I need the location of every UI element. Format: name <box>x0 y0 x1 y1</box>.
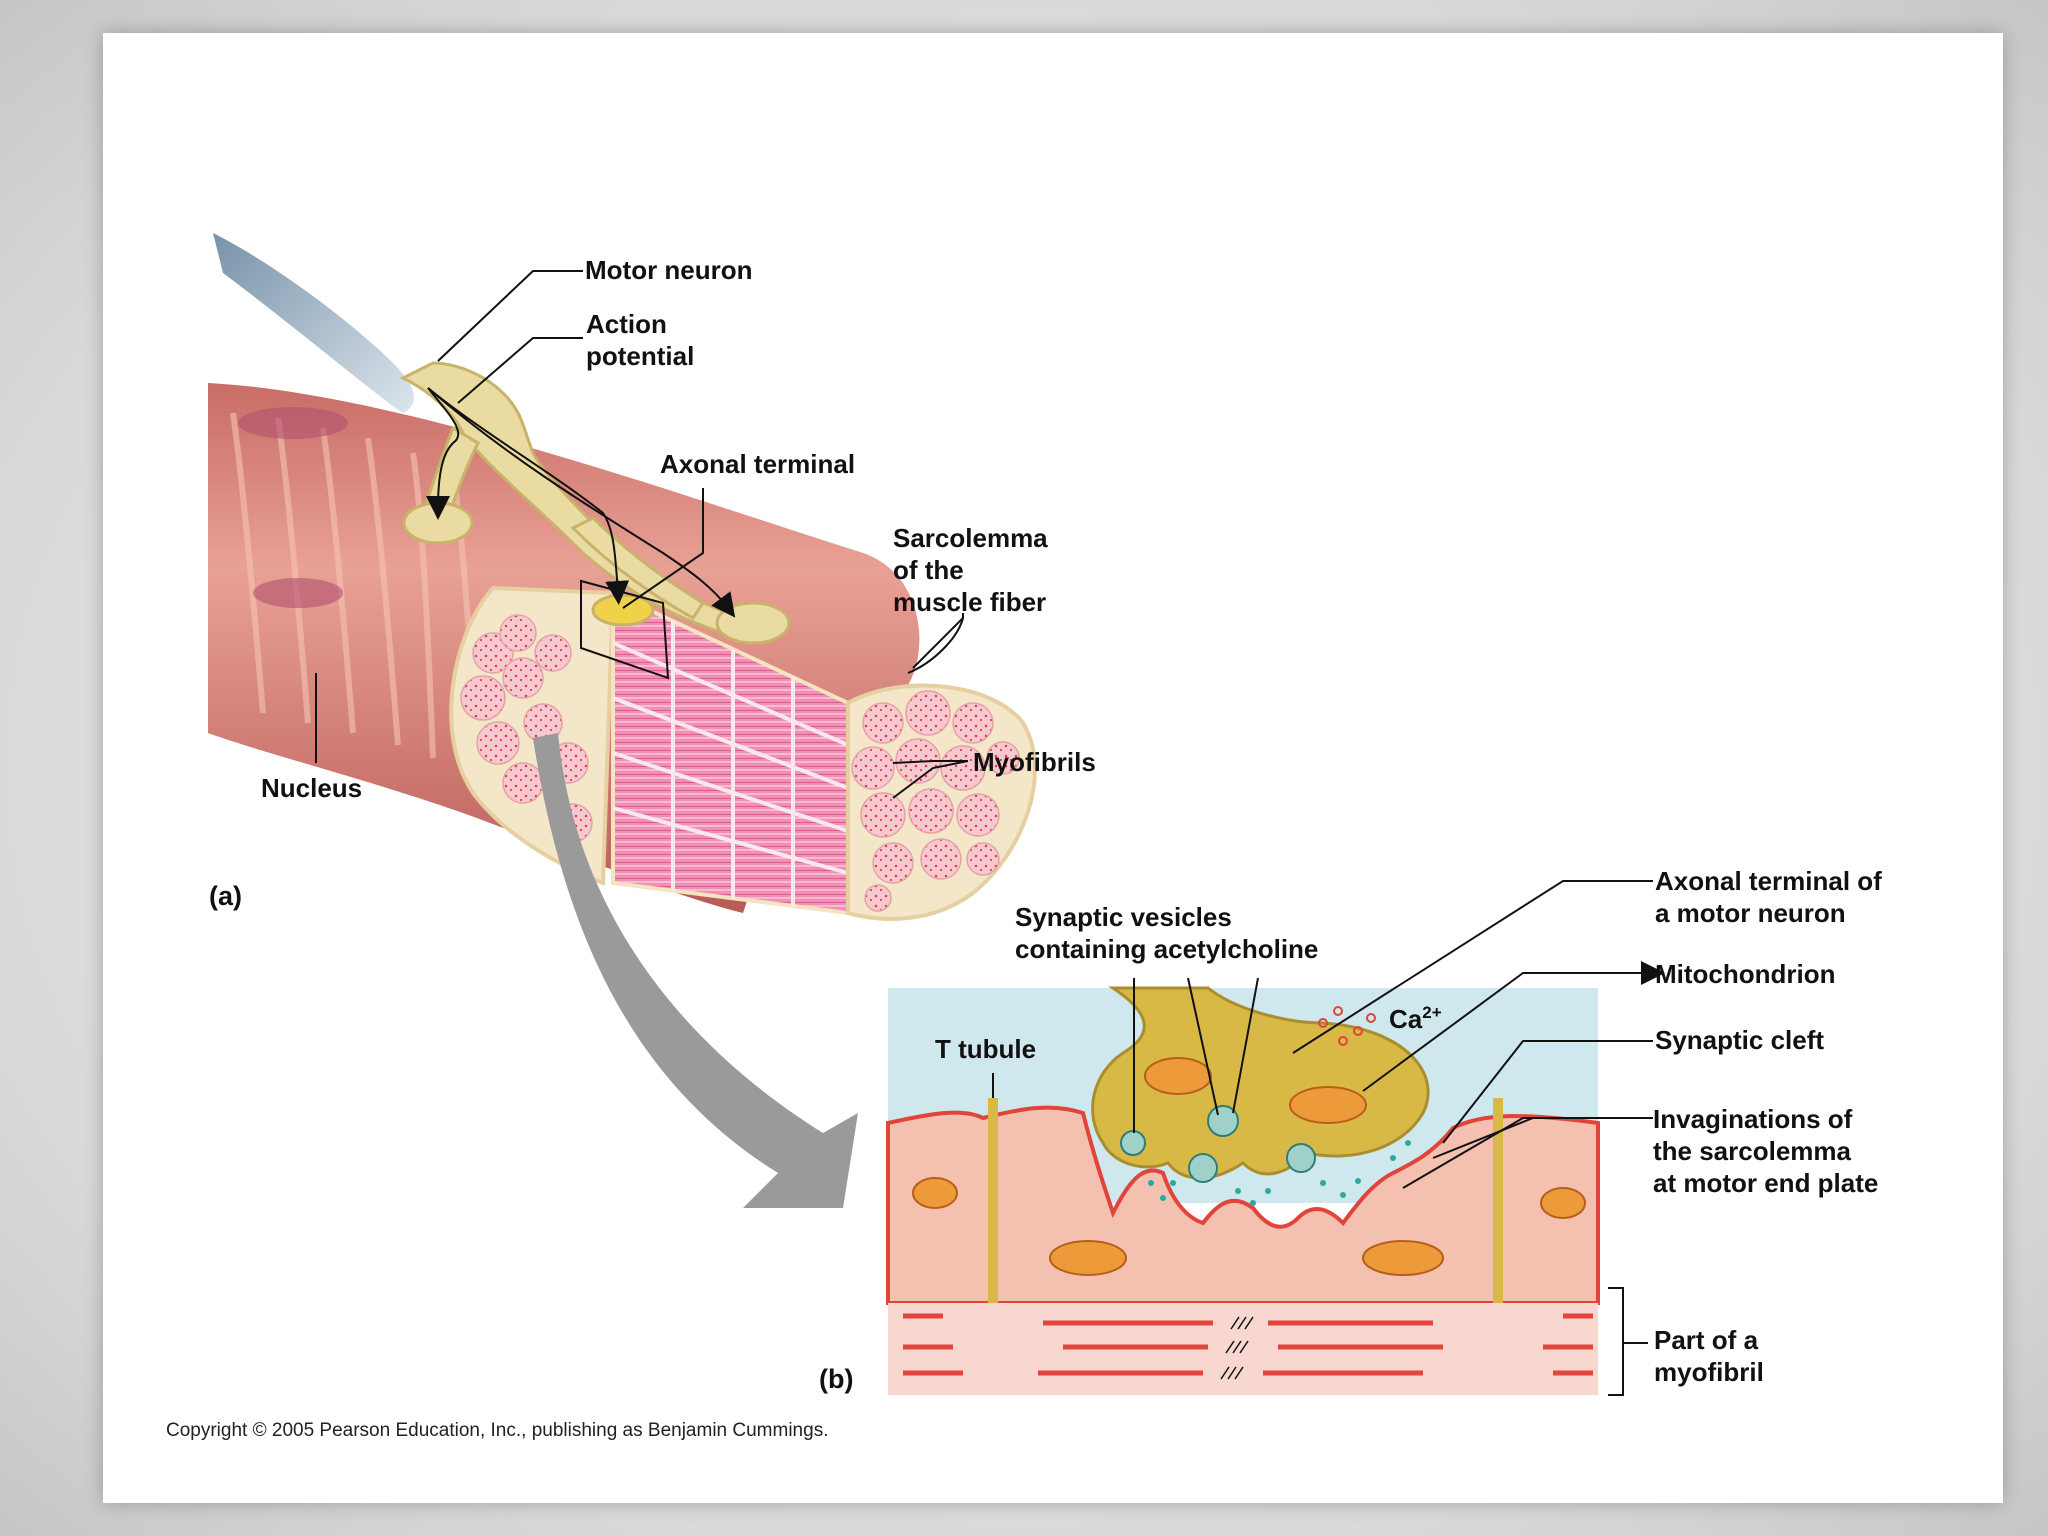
panel-a-label: (a) <box>209 881 242 911</box>
acetylcholine-dots <box>1148 1140 1411 1206</box>
myofibril-dividers <box>612 621 849 907</box>
magnification-box <box>580 579 670 680</box>
zoom-arrow <box>533 733 858 1208</box>
motor-neuron-branch-2 <box>570 516 706 620</box>
label-action-potential-2: potential <box>586 341 694 371</box>
action-potential-arrow <box>426 387 460 520</box>
synaptic-knob-middle <box>591 593 655 627</box>
mitochondrion-in-muscle <box>1540 1187 1586 1219</box>
action-potential-arrow <box>427 387 630 605</box>
calcium-ions <box>1318 1006 1376 1046</box>
label-invaginations-1: Invaginations of <box>1653 1104 1853 1134</box>
label-synaptic-vesicles-1: Synaptic vesicles <box>1015 902 1232 932</box>
nucleus-blob <box>253 578 343 608</box>
label-nucleus: Nucleus <box>261 773 362 803</box>
myofibril-bracket <box>1608 1287 1624 1396</box>
panel-a-illustration <box>208 233 1037 921</box>
label-sarcolemma-2: of the <box>893 555 964 585</box>
label-axonal-terminal: Axonal terminal <box>660 449 855 479</box>
label-invaginations-3: at motor end plate <box>1653 1168 1878 1198</box>
leader-lines <box>315 270 1665 1344</box>
label-sarcolemma-3: muscle fiber <box>893 587 1046 617</box>
label-ca: Ca2+ <box>1389 1003 1442 1034</box>
label-myofibril-part-2: myofibril <box>1654 1357 1764 1387</box>
label-axonal-terminal-motor-1: Axonal terminal of <box>1655 866 1882 896</box>
label-mitochondrion: Mitochondrion <box>1655 959 1836 989</box>
label-synaptic-vesicles-2: containing acetylcholine <box>1015 934 1318 964</box>
mitochondrion-in-terminal <box>1289 1086 1367 1124</box>
mitochondrion-in-muscle <box>912 1177 958 1209</box>
label-motor-neuron: Motor neuron <box>585 255 753 285</box>
myofibril-break-marks <box>1220 1316 1254 1380</box>
action-potential-arrow <box>427 387 736 618</box>
label-myofibril-part-1: Part of a <box>1654 1325 1759 1355</box>
label-action-potential-1: Action <box>586 309 667 339</box>
label-axonal-terminal-motor-2: a motor neuron <box>1655 898 1846 928</box>
synaptic-vesicles <box>1120 1105 1316 1183</box>
label-sarcolemma-1: Sarcolemma <box>893 523 1048 553</box>
mitochondrion-in-muscle <box>1049 1240 1127 1276</box>
slide: Motor neuron Action potential Axonal ter… <box>103 33 2003 1503</box>
synaptic-knob-right <box>715 601 791 645</box>
label-myofibrils: Myofibrils <box>973 747 1096 777</box>
synaptic-knob-left <box>402 501 474 545</box>
label-ca-base: Ca <box>1389 1004 1423 1034</box>
myofibril-lines <box>903 1313 1593 1376</box>
copyright-notice: Copyright © 2005 Pearson Education, Inc.… <box>166 1420 828 1441</box>
neuromuscular-junction-figure: Motor neuron Action potential Axonal ter… <box>166 233 1882 1441</box>
axonal-terminal-b <box>1091 986 1430 1180</box>
label-t-tubule: T tubule <box>935 1034 1036 1064</box>
nerve-sheath <box>213 233 414 413</box>
mitochondrion-in-muscle <box>1362 1240 1444 1276</box>
panel-b-label: (b) <box>819 1364 853 1394</box>
panel-b-illustration <box>886 986 1624 1396</box>
label-invaginations-2: the sarcolemma <box>1653 1136 1852 1166</box>
label-synaptic-cleft: Synaptic cleft <box>1655 1025 1824 1055</box>
label-ca-superscript: 2+ <box>1422 1003 1441 1022</box>
mitochondrion-in-terminal <box>1144 1057 1212 1095</box>
nucleus-blob <box>238 407 348 439</box>
